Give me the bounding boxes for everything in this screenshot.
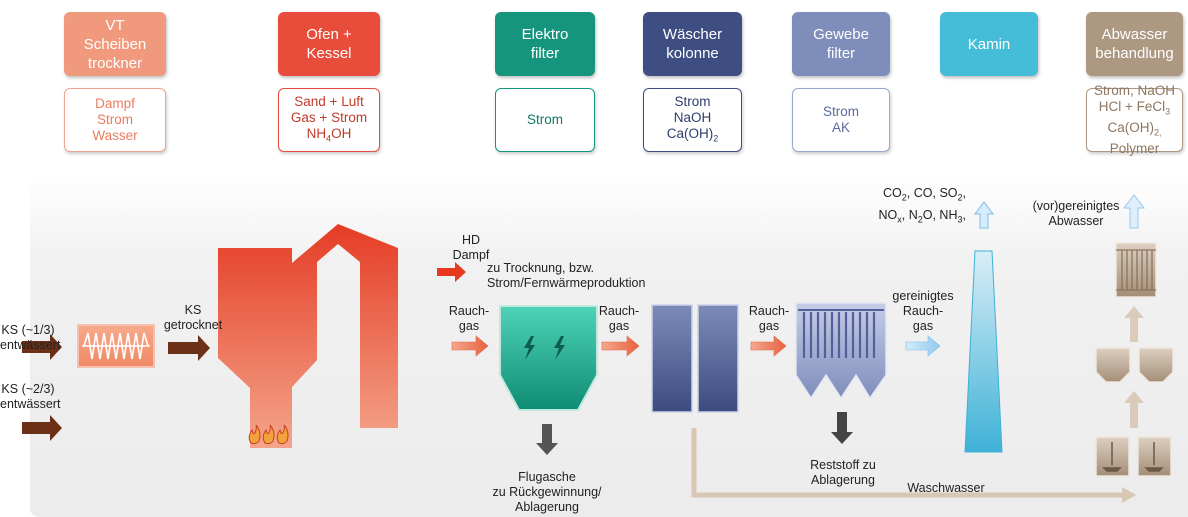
header-furnace-boiler: Ofen + Kessel xyxy=(278,12,380,76)
arrow-ww-1 xyxy=(1124,391,1144,428)
label-ks-two-thirds: KS (~2/3) entwässert xyxy=(0,382,61,411)
label-residue: Reststoff zu Ablagerung xyxy=(810,458,876,487)
header-scrubber-column: Wäscher kolonne xyxy=(643,12,742,76)
header-wastewater-treatment: Abwasser behandlung xyxy=(1086,12,1183,76)
label-hd-steam: HD Dampf xyxy=(452,233,490,262)
arrow-hd-steam xyxy=(437,262,466,282)
label-ks-dried: KS getrocknet xyxy=(163,303,223,332)
label-cleaned-flue-gas: gereinigtes Rauch- gas xyxy=(892,289,954,333)
label-flue-gas-2: Rauch- gas xyxy=(598,304,640,333)
header-chimney: Kamin xyxy=(940,12,1038,76)
arrow-ks23 xyxy=(22,415,62,441)
arrow-emissions-up xyxy=(974,201,994,229)
inputs-wastewater: Strom, NaOH HCl + FeCl3 Ca(OH)2, Polymer xyxy=(1086,83,1183,156)
fabric-filter xyxy=(795,302,887,400)
label-flue-gas-1: Rauch- gas xyxy=(448,304,490,333)
arrow-ks13 xyxy=(22,334,62,360)
header-vt-dryer: VT Scheiben trockner xyxy=(64,12,166,76)
inputs-scrubber: Strom NaOH Ca(OH)2 xyxy=(643,88,742,152)
inputs-furnace: Sand + Luft Gas + Strom NH4OH xyxy=(278,88,380,152)
arrow-wastewater-out xyxy=(1122,194,1146,229)
furnace-boiler xyxy=(218,224,398,448)
arrow-flue-gas-1 xyxy=(451,335,489,357)
chimney xyxy=(964,250,1003,453)
header-electrostatic-filter: Elektro filter xyxy=(495,12,595,76)
label-wash-water: Waschwasser xyxy=(907,481,985,495)
header-fabric-filter: Gewebe filter xyxy=(792,12,890,76)
arrow-residue xyxy=(831,412,853,444)
label-pretreated-wastewater: (vor)gereinigtes Abwasser xyxy=(1032,199,1120,228)
inputs-electrostatic-filter: Strom xyxy=(495,88,595,152)
lightning-icon-2 xyxy=(554,336,565,360)
arrow-fly-ash xyxy=(536,424,558,455)
arrow-cleaned-gas xyxy=(905,335,941,357)
arrow-ww-2 xyxy=(1124,306,1144,342)
flue-gas-arrows xyxy=(451,335,787,357)
inputs-vt-dryer: Dampf Strom Wasser xyxy=(64,88,166,152)
arrow-ks-dried xyxy=(168,335,210,361)
label-flue-gas-3: Rauch- gas xyxy=(748,304,790,333)
label-fly-ash: Flugasche zu Rückgewinnung/ Ablagerung xyxy=(492,470,602,514)
wash-water-line xyxy=(691,428,1125,498)
label-drying-power: zu Trocknung, bzw. Strom/Fernwärmeproduk… xyxy=(487,261,646,290)
flame-icon xyxy=(248,424,289,445)
inputs-fabric-filter: Strom AK xyxy=(792,88,890,152)
arrow-flue-gas-2 xyxy=(601,335,640,357)
sludge-arrows xyxy=(22,334,210,441)
scrubber-columns xyxy=(651,304,739,413)
wastewater-flow-arrows xyxy=(1124,306,1144,428)
disc-dryer xyxy=(77,324,155,368)
label-emissions: CO2, CO, SO2,NOx, N2O, NH3, xyxy=(878,186,966,224)
arrow-flue-gas-3 xyxy=(750,335,787,357)
label-ks-one-third: KS (~1/3) entwässert xyxy=(0,323,61,352)
lightning-icon xyxy=(524,336,535,360)
wastewater-units xyxy=(1095,242,1174,477)
electrostatic-filter xyxy=(499,305,598,411)
wash-water-arrowhead xyxy=(1122,487,1136,503)
